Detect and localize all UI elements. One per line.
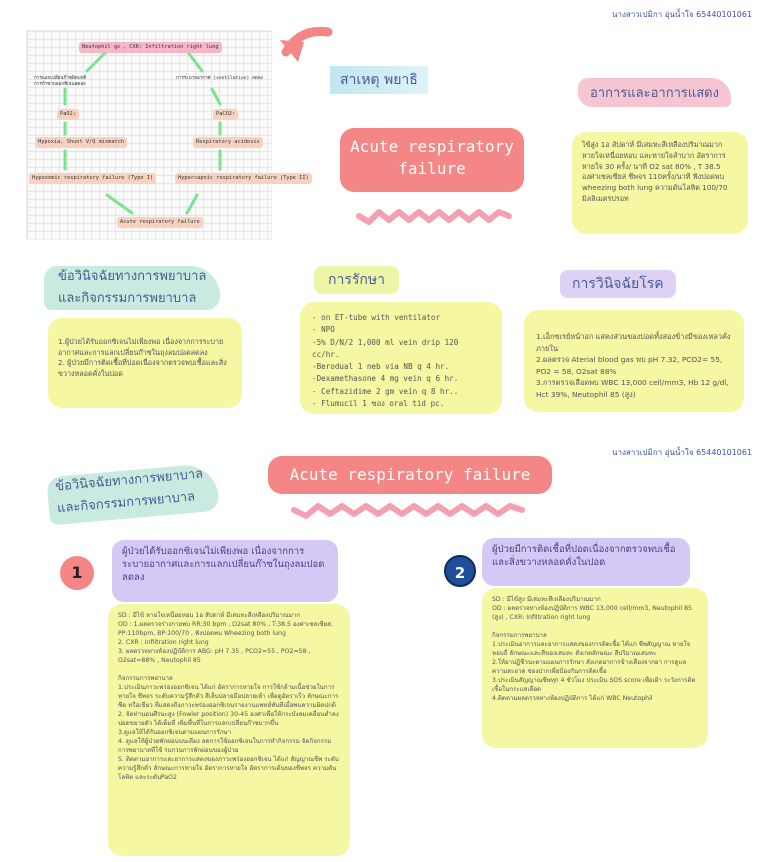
diagram-node-type1: Hypoxemic respiratory failure (Type I) [29,173,157,184]
diagnosis-heading: การวินิจฉัยโรค [560,270,676,298]
nursing-dx-box: 1.ผู้ป่วยได้รับออกซิเจนไม่เพียงพอ เนื่อง… [48,318,242,408]
signs-box: ไข้สูง 1อ สัปดาห์ มีเสมหะสีเหลืองปริมาณม… [572,132,748,234]
card1-heading: ผู้ป่วยได้รับออกซิเจนไม่เพียงพอ เนื่องจา… [112,540,338,602]
cause-heading: สาเหตุ พยาธิ [330,66,428,94]
card2-box: SD : มีไข้สูง มีเสมหะสีเหลืองปริมาณมาก O… [482,588,708,748]
diagram-node-bottom: Acute respiratory failure [117,217,203,228]
treatment-item: - Flumucil 1 ซอง oral tid pc. [312,399,445,409]
diagram-node-type2: Hypercapnic respiratory failure (Type II… [175,173,312,184]
card1-number: 1 [60,556,94,590]
wave-decoration-2 [291,503,525,519]
diagram-node-pao2: PaO2↓ [57,109,79,120]
treatment-item: -5% D/N/2 1,000 ml vein drip 120 cc/hr. [312,337,459,359]
card1-body: SD : มีไข้ หายใจเหนื่อยหอบ 1อ สัปดาห์ มี… [118,612,339,781]
author-name-2: นางสาวเปมิกา อุ่นน้ำใจ 65440101061 [612,448,753,457]
main-title: Acute respiratory failure [340,128,524,192]
curved-arrow-icon [280,26,333,62]
nursing-dx-heading: ข้อวินิจฉัยทางการพยาบาล และกิจกรรมการพยา… [58,269,207,306]
treatment-item: -Berodual 1 neb via NB q 4 hr. [312,362,450,372]
diagnosis-text: 1.เอ็กซเรย์หน้าอก แสดงส่วนของปอดทั้งสองข… [536,332,731,399]
diagram-connectors [63,49,222,215]
nursing-dx-highlight [44,266,220,310]
treatment-item: - NPO [312,325,335,335]
treatment-item: - on ET-tube with ventilator [312,313,441,322]
card2-heading: ผู้ป่วยมีการติดเชื้อที่ปอดเนื่องจากตรวจพ… [482,538,690,586]
wave-decoration [356,209,512,225]
nursing-dx-text: 1.ผู้ป่วยได้รับออกซิเจนไม่เพียงพอ เนื่อง… [58,336,227,379]
card1-box: SD : มีไข้ หายใจเหนื่อยหอบ 1อ สัปดาห์ มี… [108,604,350,856]
pathophysiology-diagram: Neutophil สูง , CXR: Infiltration right … [26,30,312,240]
arrow-up-icon: ↑ [231,111,236,117]
diagram-node-top: Neutophil สูง , CXR: Infiltration right … [79,42,222,53]
arrow-down-icon: ↓ [72,111,76,117]
card2-number: 2 [444,555,476,587]
diagram-node-hypoxia: Hypoxia, Shunt V/Q mismatch [35,137,128,148]
signs-heading: อาการและอาการแสดง [578,78,731,107]
author-name: นางสาวเปมิกา อุ่นน้ำใจ 65440101061 [612,10,753,19]
diagnosis-box: 1.เอ็กซเรย์หน้าอก แสดงส่วนของปอดทั้งสองข… [524,310,744,412]
signs-text: ไข้สูง 1อ สัปดาห์ มีเสมหะสีเหลืองปริมาณม… [582,140,728,203]
diagram-node-paco2: PaCO2↑ [213,109,239,120]
treatment-heading: การรักษา [314,266,399,294]
diagram-node-ventilation: การระบายอากาศ (ventilation) ลดลง [176,76,263,81]
treatment-box: - on ET-tube with ventilator - NPO -5% D… [300,302,502,414]
diagram-node-resp-acidosis: Respiratory acidosis [193,137,263,148]
diagram-node-gas-exchange: การแลกเปลี่ยนก๊าซผิดปกติ การกำซาบออกซิเจ… [34,76,87,87]
main-title-2: Acute respiratory failure [268,456,552,494]
card2-body: SD : มีไข้สูง มีเสมหะสีเหลืองปริมาณมาก O… [492,596,696,702]
treatment-item: -Dexamethasone 4 mg vein q 6 hr. [312,374,459,384]
treatment-item: - Ceftazidime 2 gm vein q 8 hr.. [312,386,459,396]
